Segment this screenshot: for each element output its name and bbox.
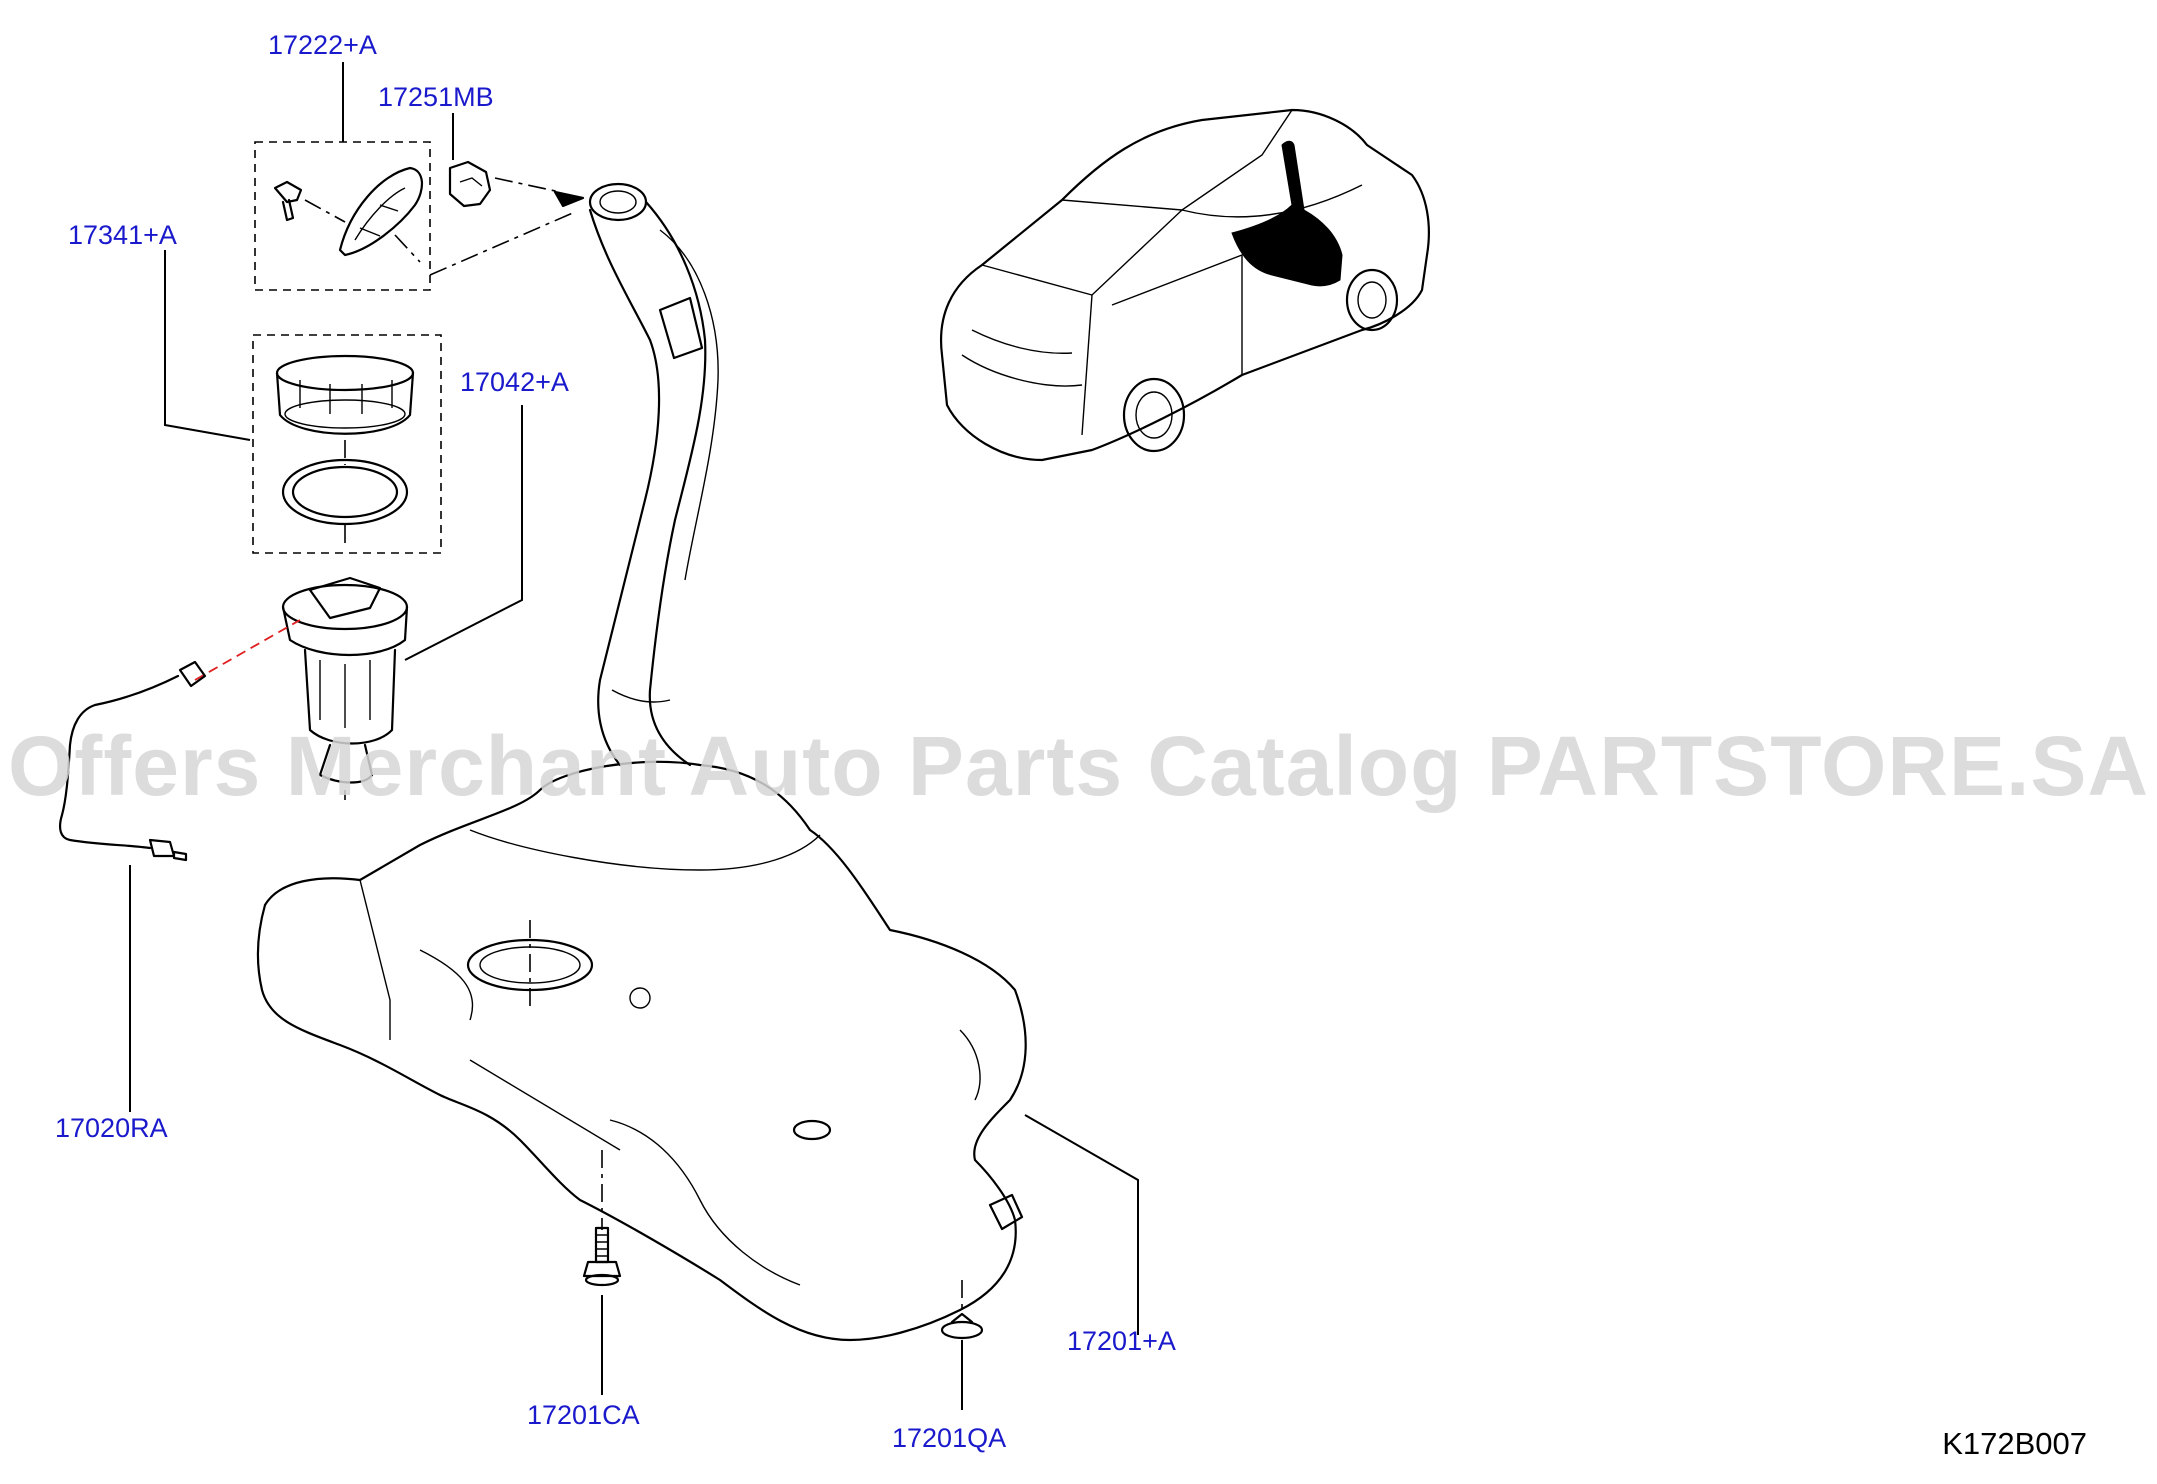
- part-label-17201qa[interactable]: 17201QA: [892, 1423, 1007, 1453]
- part-label-17251mb[interactable]: 17251MB: [378, 82, 494, 112]
- part-label-17201-a[interactable]: 17201+A: [1067, 1326, 1176, 1356]
- part-label-17222-a[interactable]: 17222+A: [268, 30, 377, 60]
- part-label-17042-a[interactable]: 17042+A: [460, 367, 569, 397]
- sensor-harness[interactable]: [59, 660, 207, 862]
- leader-lines: [129, 62, 1139, 1410]
- part-label-17341-a[interactable]: 17341+A: [68, 220, 177, 250]
- filler-cap-group[interactable]: [254, 141, 431, 291]
- part-label-17020ra[interactable]: 17020RA: [55, 1113, 168, 1143]
- tank-grommet[interactable]: [940, 1312, 984, 1340]
- filler-neck[interactable]: [588, 182, 719, 767]
- vehicle-locator: [940, 108, 1430, 462]
- diagram-code: K172B007: [1942, 1426, 2087, 1461]
- fuel-pump-module[interactable]: [194, 576, 409, 800]
- filler-clip[interactable]: [429, 160, 585, 276]
- part-label-17201ca[interactable]: 17201CA: [527, 1400, 640, 1430]
- fuel-tank[interactable]: [256, 760, 1027, 1342]
- pump-ring-group[interactable]: [252, 334, 442, 554]
- tank-bolt[interactable]: [582, 1226, 622, 1287]
